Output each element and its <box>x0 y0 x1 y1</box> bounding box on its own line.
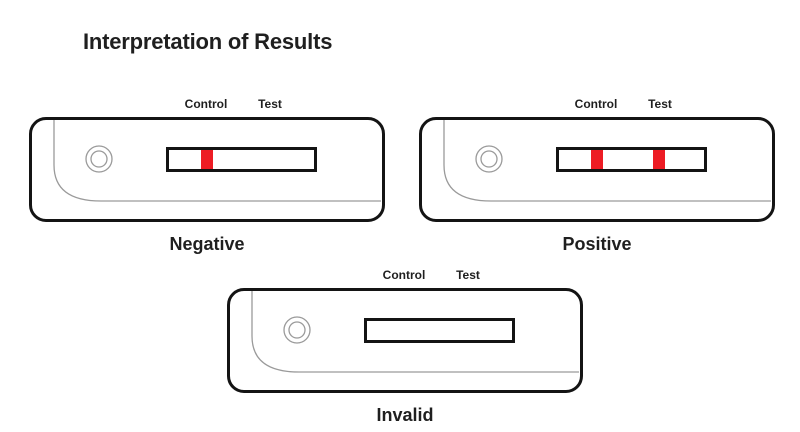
cassette-molding-graphic <box>53 120 381 202</box>
result-label: Positive <box>562 234 632 254</box>
result-window <box>364 318 515 343</box>
test-label: Test <box>648 97 672 111</box>
cassette-molding-graphic <box>443 120 771 202</box>
cassette-body <box>29 117 385 222</box>
sample-well-inner-icon <box>288 321 306 339</box>
sample-well-icon <box>283 316 311 344</box>
sample-well-icon <box>85 145 113 173</box>
cassette-positive: Control Test Positive <box>419 91 775 261</box>
cassette-contour-line <box>53 120 381 202</box>
result-window <box>166 147 317 172</box>
page-title: Interpretation of Results <box>83 29 333 54</box>
test-label: Test <box>456 268 480 282</box>
cassette-body <box>419 117 775 222</box>
result-label: Invalid <box>376 405 434 425</box>
test-label: Test <box>258 97 282 111</box>
control-label: Control <box>574 97 618 111</box>
sample-well-inner-icon <box>480 150 498 168</box>
cassette-contour-line <box>251 291 579 373</box>
cassette-invalid: Control Test Invalid <box>227 262 583 432</box>
cassette-molding-graphic <box>251 291 579 373</box>
control-line <box>201 150 213 169</box>
test-line <box>653 150 665 169</box>
sample-well-icon <box>475 145 503 173</box>
result-label: Negative <box>169 234 245 254</box>
control-label: Control <box>382 268 426 282</box>
sample-well-inner-icon <box>90 150 108 168</box>
cassette-contour-line <box>443 120 771 202</box>
control-line <box>591 150 603 169</box>
cassette-body <box>227 288 583 393</box>
cassette-negative: Control Test Negative <box>29 91 385 261</box>
control-label: Control <box>184 97 228 111</box>
result-window <box>556 147 707 172</box>
